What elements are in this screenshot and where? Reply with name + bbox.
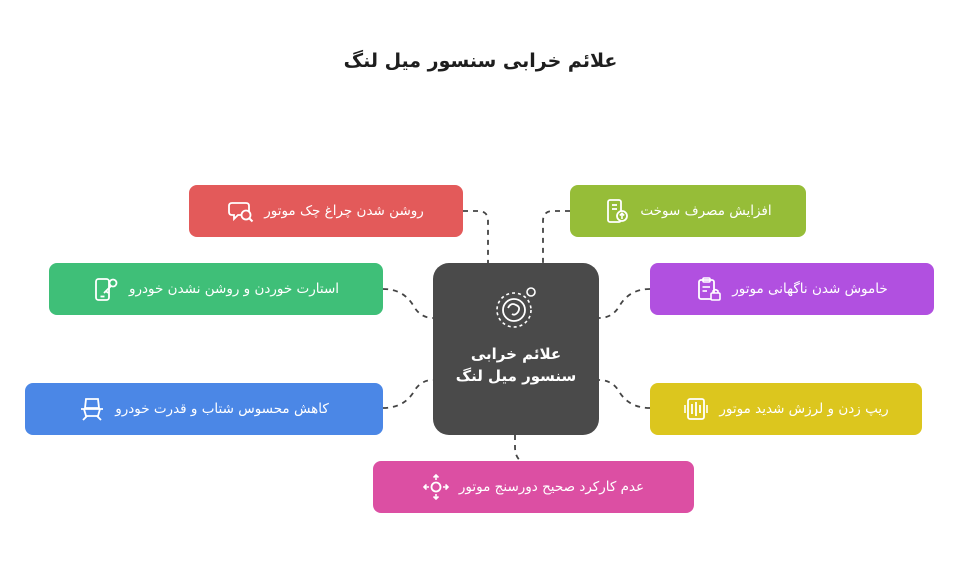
connector-engine-off: [598, 288, 651, 319]
symptom-label: روشن شدن چراغ چک موتور: [264, 203, 424, 219]
vibration-icon: [683, 396, 709, 422]
fuel-meter-icon: [604, 198, 630, 224]
symptom-label: افزایش مصرف سوخت: [640, 203, 772, 219]
symptom-tachometer-fault: عدم کارکرد صحیح دورسنج موتور: [373, 461, 694, 513]
symptom-label: کاهش محسوس شتاب و قدرت خودرو: [115, 401, 329, 417]
move-arrows-icon: [422, 474, 449, 500]
symptom-label: خاموش شدن ناگهانی موتور: [732, 281, 888, 297]
connector-start-fail: [382, 288, 434, 319]
brain-gear-icon: [496, 287, 536, 328]
symptom-label: استارت خوردن و روشن نشدن خودرو: [129, 281, 340, 297]
symptom-check-engine-light: روشن شدن چراغ چک موتور: [189, 185, 463, 237]
connector-check-engine: [463, 210, 489, 263]
car-seat-icon: [79, 396, 105, 422]
clipboard-lock-icon: [696, 276, 722, 302]
symptom-engine-vibration: ریپ زدن و لرزش شدید موتور: [650, 383, 922, 435]
speech-search-icon: [228, 198, 254, 224]
symptom-start-no-run: استارت خوردن و روشن نشدن خودرو: [49, 263, 383, 315]
diagram-title: علائم خرابی سنسور میل لنگ: [343, 50, 618, 72]
symptom-label: عدم کارکرد صحیح دورسنج موتور: [458, 479, 645, 495]
connector-vibration: [598, 379, 651, 409]
symptom-acceleration-loss: کاهش محسوس شتاب و قدرت خودرو: [25, 383, 383, 435]
connector-fuel: [542, 210, 570, 263]
symptom-engine-shutdown: خاموش شدن ناگهانی موتور: [650, 263, 934, 315]
symptom-fuel-consumption: افزایش مصرف سوخت: [570, 185, 806, 237]
symptom-label: ریپ زدن و لرزش شدید موتور: [719, 401, 889, 417]
center-label: علائم خرابی سنسور میل لنگ: [455, 345, 577, 385]
center-hub: علائم خرابی سنسور میل لنگ: [433, 263, 599, 435]
connector-acceleration: [382, 379, 434, 409]
phone-key-icon: [93, 276, 119, 302]
